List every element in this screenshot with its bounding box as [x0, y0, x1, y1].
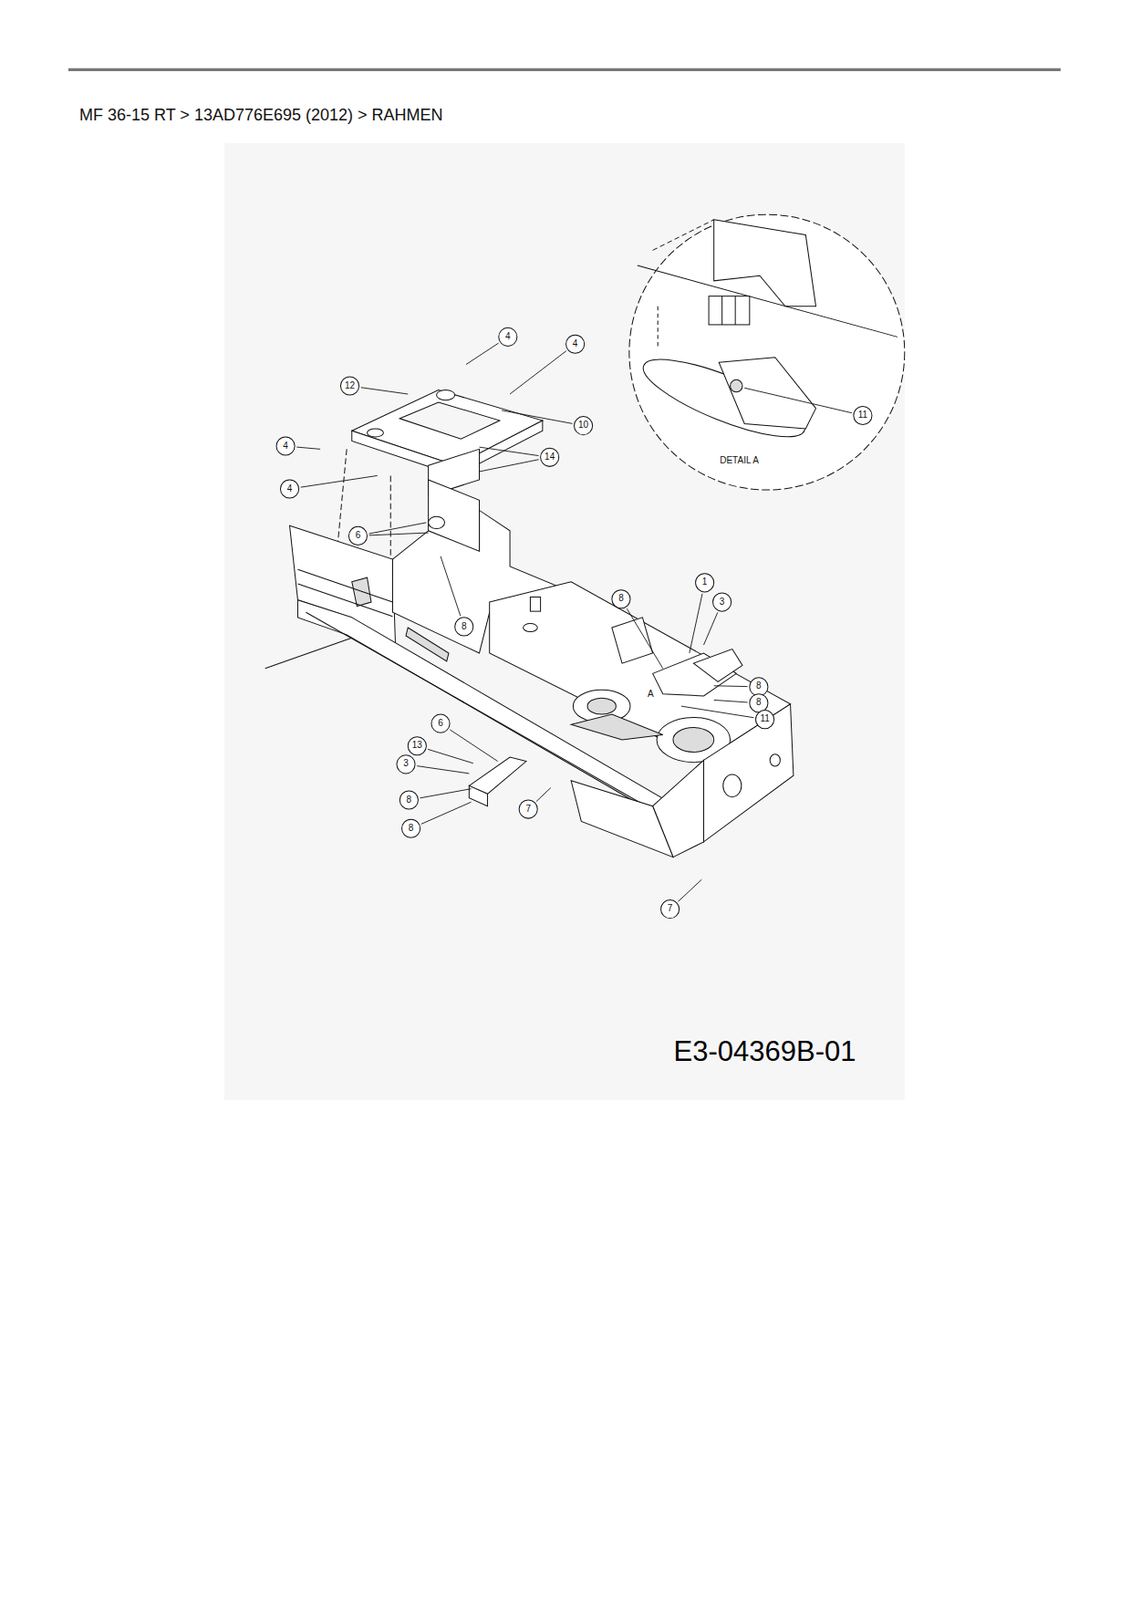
detail-label: DETAIL A: [719, 456, 759, 466]
callout-circle: [749, 694, 768, 713]
leader-line: [416, 766, 469, 774]
callout-number: 13: [412, 740, 423, 750]
callout-number: 4: [572, 339, 579, 349]
frame-drawing: [265, 214, 905, 857]
callout-number: 11: [858, 410, 868, 420]
callout-circle: [348, 526, 367, 545]
page-title: MF 36-15 RT > 13AD776E695 (2012) > RAHME…: [79, 105, 444, 125]
callout-circle: [574, 416, 593, 436]
leader-line: [479, 446, 540, 456]
leader-line: [421, 801, 472, 824]
callout-circle: [518, 799, 538, 819]
callout-number: 8: [756, 681, 762, 691]
callout-number: 12: [344, 381, 355, 391]
callout-circle: [455, 617, 474, 636]
callout-number: 1: [702, 577, 708, 587]
callout-circle: [276, 436, 295, 456]
leader-line: [626, 608, 663, 668]
callout-circle: [407, 736, 426, 756]
callout-circle: [280, 479, 299, 499]
callout-circle: [399, 790, 418, 810]
leader-line: [714, 684, 748, 687]
callout-circle: [402, 819, 421, 838]
callout-number: 8: [408, 823, 415, 833]
leader-line: [704, 612, 718, 645]
callout-number: 4: [287, 484, 293, 494]
leader-line: [427, 748, 474, 763]
drawing-ground: [224, 143, 905, 1100]
leader-line: [369, 522, 427, 534]
leader-line: [479, 459, 540, 472]
callout-number: 10: [578, 420, 589, 430]
leader-line: [361, 387, 409, 395]
callout-circle: [566, 334, 585, 353]
callout-number: 4: [505, 332, 511, 342]
callout-number: 14: [544, 452, 555, 462]
leader-line: [501, 410, 572, 425]
callout-number: 8: [618, 593, 624, 603]
callout-circle: [713, 592, 732, 612]
leader-line: [714, 699, 748, 703]
leader-line: [678, 879, 703, 902]
drawing-code: E3-04369B-01: [674, 1036, 857, 1065]
leader-line: [300, 475, 378, 488]
leader-line: [681, 705, 755, 718]
leader-line: [296, 446, 321, 449]
leader-line: [536, 788, 551, 802]
leader-line: [744, 387, 852, 413]
leader-line: [449, 729, 498, 762]
leader-line: [689, 593, 703, 654]
callout-circle: [661, 900, 680, 919]
callout-circle: [540, 447, 560, 467]
callout-circle: [749, 677, 768, 696]
callout-number: 8: [406, 795, 413, 805]
leader-line: [440, 556, 461, 616]
callout-circle: [498, 327, 518, 346]
callout-number: 3: [719, 597, 726, 607]
callout-number: 6: [437, 718, 444, 728]
callout-circle: [695, 573, 715, 592]
callout-circle: [396, 755, 416, 774]
callout-circle: [853, 405, 872, 425]
callout-circle: [431, 714, 450, 733]
callout-circle: [612, 590, 631, 609]
header-rule: [68, 68, 1061, 72]
callout-circle: [756, 710, 775, 729]
callout-number: 11: [759, 714, 769, 724]
detail-label: A: [647, 689, 654, 699]
leader-line: [509, 351, 567, 395]
callout-number: 8: [461, 622, 467, 632]
callout-number: 7: [525, 804, 531, 814]
callout-number: 8: [756, 697, 762, 707]
callout-number: 4: [282, 441, 289, 451]
leader-line: [466, 342, 499, 364]
callout-number: 3: [403, 758, 409, 768]
leader-line: [419, 788, 471, 799]
leader-line: [369, 532, 429, 536]
callout-number: 6: [355, 530, 362, 540]
callout-circle: [340, 376, 359, 395]
callout-number: 7: [667, 903, 674, 914]
